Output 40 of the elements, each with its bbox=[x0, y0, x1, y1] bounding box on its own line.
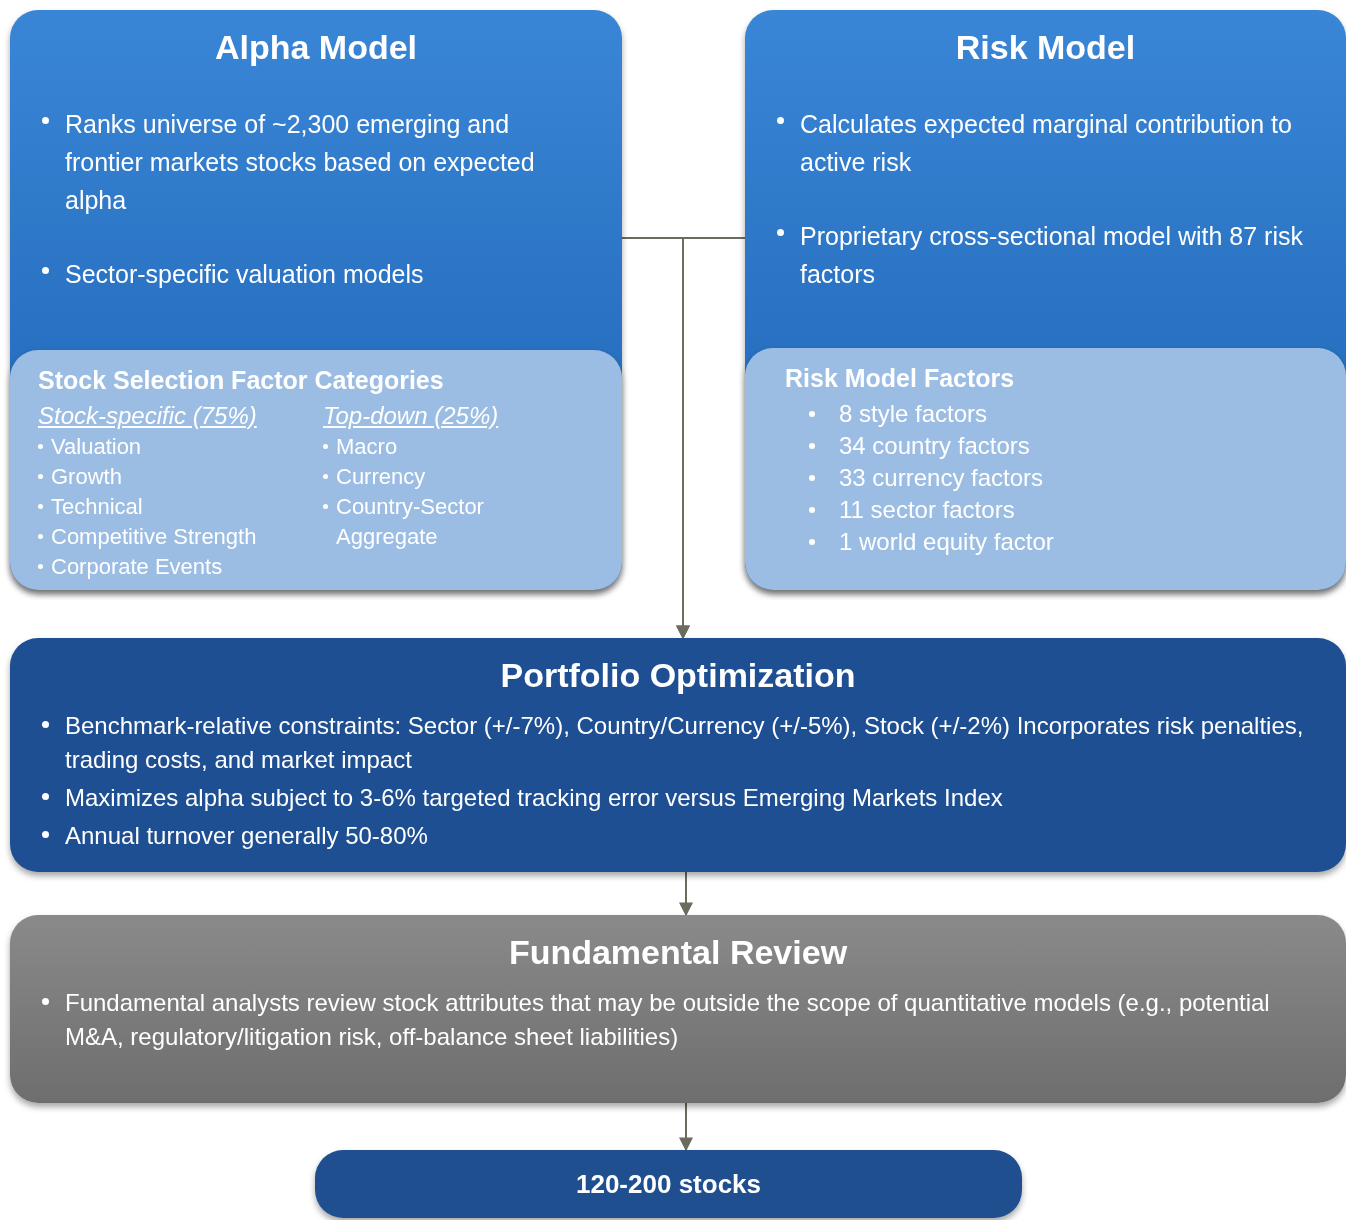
bullet-text: Benchmark-relative constraints: Sector (+/-7%), Country/Currency (+/-5%), Stock (+/-2%) Incorporates risk penalties, trading costs, and market impact bbox=[65, 711, 1305, 775]
arrow bbox=[676, 237, 746, 640]
subpanel-title: Stock Selection Factor Categories bbox=[38, 365, 445, 396]
bullet-text: Proprietary cross-sectional model with 87 risk factors bbox=[800, 221, 1304, 290]
subpanel-title: Risk Model Factors bbox=[785, 363, 1016, 394]
arrow bbox=[679, 871, 693, 917]
panel-title: Alpha Model bbox=[213, 27, 419, 68]
factor-item: Macro bbox=[336, 432, 399, 461]
banner-title: 120-200 stocks bbox=[575, 1167, 762, 1201]
bullet-text: Ranks universe of ~2,300 emerging and frontier markets stocks based on expected alpha bbox=[65, 109, 536, 216]
column-heading: Top-down (25%) bbox=[323, 400, 500, 431]
model-panel bbox=[10, 10, 622, 590]
factor-item: 1 world equity factor bbox=[839, 526, 1054, 557]
bullet-text: Calculates expected marginal contribution to active risk bbox=[800, 109, 1293, 178]
factor-item: 33 currency factors bbox=[839, 462, 1044, 493]
column-heading: Stock-specific (75%) bbox=[38, 400, 258, 431]
process-banner bbox=[10, 915, 1346, 1103]
result-banner bbox=[315, 1150, 1022, 1218]
panel-title: Risk Model bbox=[954, 27, 1137, 68]
model-panel bbox=[745, 10, 1346, 590]
arrow bbox=[679, 1102, 693, 1152]
factor-subpanel bbox=[745, 348, 1346, 590]
factor-item: Competitive Strength bbox=[51, 522, 258, 551]
bullet-text: Fundamental analysts review stock attributes that may be outside the scope of quantitative models (e.g., potential M&A, regulatory/litigation risk, off-balance sheet liabilities) bbox=[65, 988, 1271, 1052]
factor-item: 8 style factors bbox=[839, 398, 988, 429]
factor-item: Currency bbox=[336, 462, 427, 491]
banner-title: Portfolio Optimization bbox=[499, 655, 857, 696]
factor-subpanel bbox=[10, 350, 622, 590]
bullet-text: Maximizes alpha subject to 3-6% targeted tracking error versus Emerging Markets Index bbox=[65, 783, 1003, 813]
factor-item: Technical bbox=[51, 492, 144, 521]
process-banner bbox=[10, 638, 1346, 872]
factor-item: Growth bbox=[51, 462, 123, 491]
banner-title: Fundamental Review bbox=[507, 932, 849, 973]
bullet-text: Annual turnover generally 50-80% bbox=[65, 821, 428, 851]
factor-item: Country-Sector Aggregate bbox=[336, 492, 485, 551]
factor-item: 11 sector factors bbox=[839, 494, 1015, 525]
factor-item: 34 country factors bbox=[839, 430, 1030, 461]
factor-item: Corporate Events bbox=[51, 552, 224, 581]
bullet-text: Sector-specific valuation models bbox=[65, 259, 424, 290]
factor-item: Valuation bbox=[51, 432, 143, 461]
